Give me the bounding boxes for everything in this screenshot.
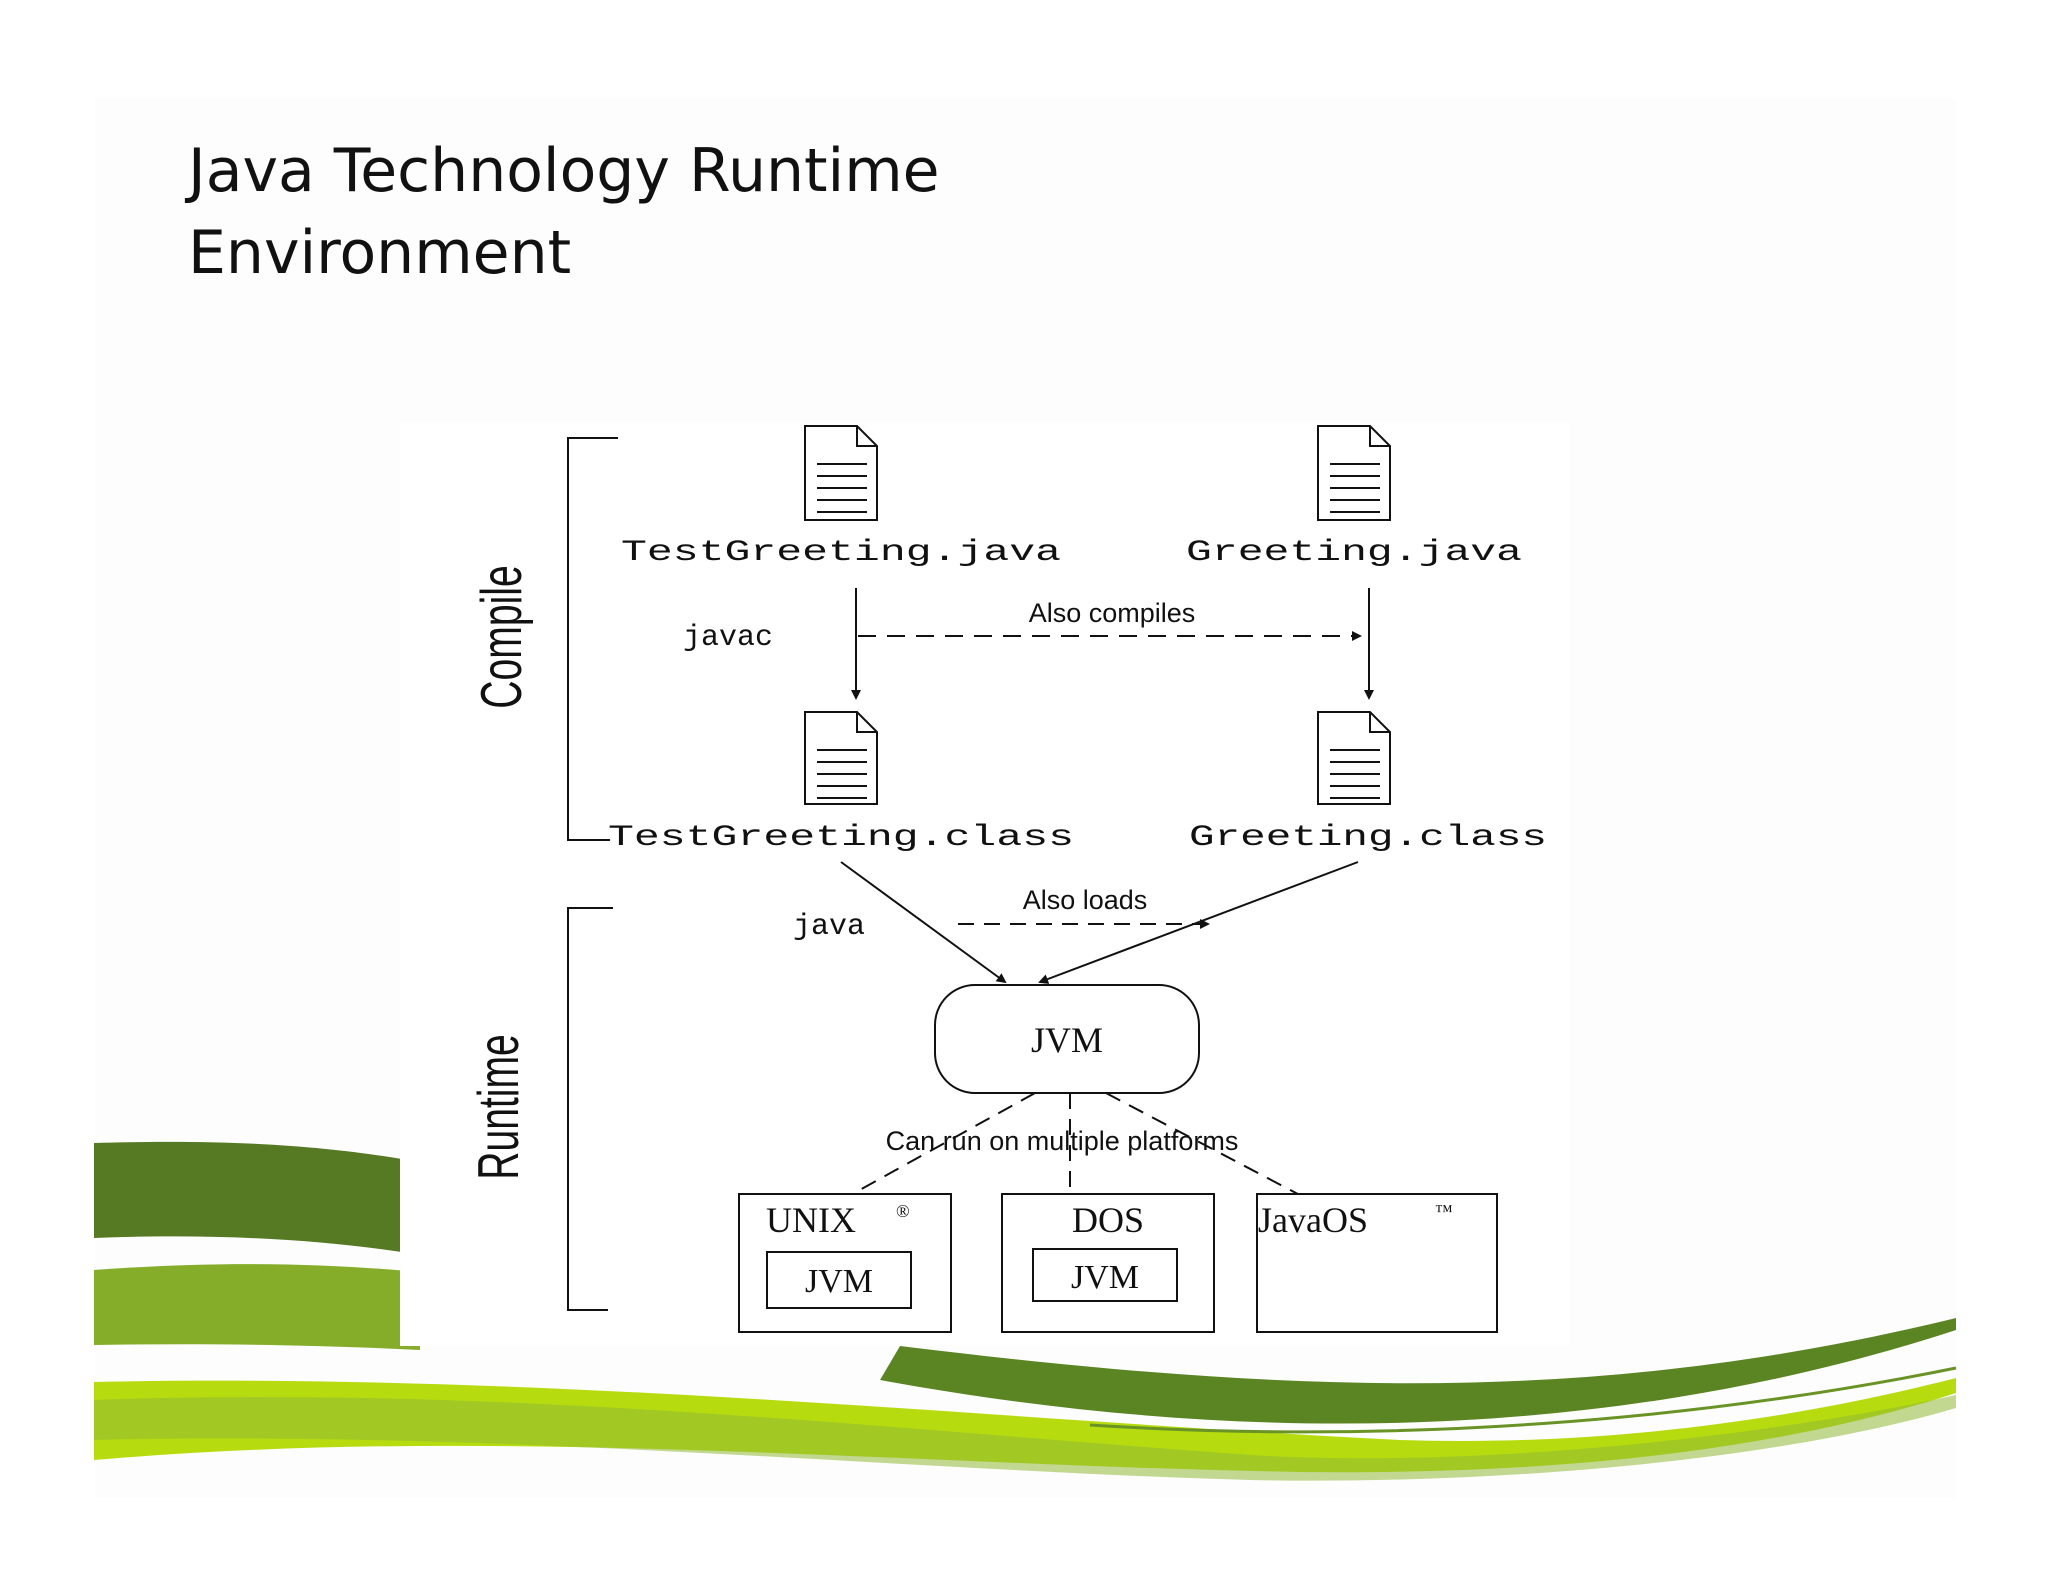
test-java-document-icon	[804, 425, 878, 521]
java-command: java	[793, 910, 865, 944]
wave-mid-lower	[94, 1395, 1956, 1481]
javaos-trademark: ™	[1435, 1201, 1453, 1221]
unix-jvm-box	[766, 1251, 912, 1309]
wave-dark-band	[94, 1141, 420, 1255]
compile-bracket	[567, 437, 618, 841]
jvm-label: JVM	[1031, 1020, 1103, 1060]
test-class-filename: TestGreeting.class	[608, 821, 1074, 855]
compile-label: Compile	[470, 565, 534, 708]
dos-label: DOS	[1072, 1200, 1144, 1240]
diagram-panel: Compile Runtime	[400, 422, 1570, 1346]
greeting-class-document-icon	[1317, 711, 1391, 805]
slide-title-line-2: Environment	[188, 218, 572, 288]
slide-title-line-1: Java Technology Runtime	[188, 136, 940, 206]
test-java-filename: TestGreeting.java	[621, 536, 1061, 570]
load-arrow-right	[1038, 861, 1359, 984]
jre-diagram: Compile Runtime	[467, 425, 1547, 1333]
slide-title: Java Technology Runtime Environment	[188, 130, 940, 294]
dos-jvm-box	[1032, 1248, 1178, 1302]
also-compiles-label: Also compiles	[1029, 598, 1196, 628]
multi-platform-label: Can run on multiple platforms	[886, 1126, 1239, 1156]
load-arrow-left	[840, 861, 1007, 984]
greeting-class-filename: Greeting.class	[1189, 821, 1547, 855]
test-class-document-icon	[804, 711, 878, 805]
greeting-java-document-icon	[1317, 425, 1391, 521]
unix-jvm-label: JVM	[805, 1263, 873, 1300]
javaos-label: JavaOS	[1258, 1200, 1368, 1240]
platform-line-unix	[837, 1092, 1036, 1203]
runtime-label: Runtime	[467, 1034, 531, 1180]
platform-line-javaos	[1105, 1092, 1314, 1203]
runtime-bracket	[567, 907, 613, 1311]
javaos-platform-box	[1256, 1193, 1498, 1333]
jvm-node	[934, 984, 1200, 1094]
wave-thin-stroke	[1089, 1366, 1957, 1434]
wave-light-band	[94, 1378, 1956, 1473]
javac-command: javac	[683, 621, 773, 655]
greeting-java-filename: Greeting.java	[1186, 536, 1522, 570]
also-loads-label: Also loads	[1023, 885, 1148, 915]
unix-label: UNIX	[766, 1200, 856, 1240]
dos-jvm-label: JVM	[1071, 1259, 1139, 1296]
wave-mid-band	[94, 1264, 420, 1350]
wave-dark-swoosh	[880, 1318, 1956, 1424]
unix-registered-mark: ®	[896, 1201, 910, 1221]
